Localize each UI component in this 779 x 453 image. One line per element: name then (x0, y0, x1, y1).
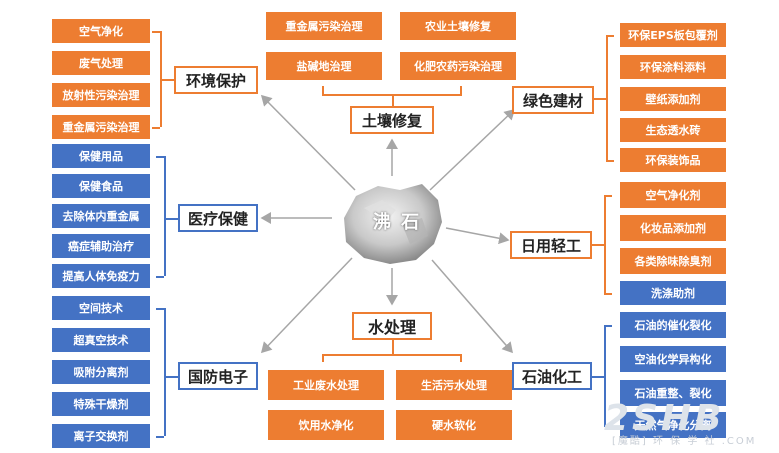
daily-item-3: 洗涤助剂 (620, 281, 726, 305)
petro-tick (604, 425, 612, 427)
arrow-to-defense (260, 257, 353, 354)
zeolite-rock-image (344, 184, 442, 264)
daily-item-0: 空气净化剂 (620, 182, 726, 208)
category-defense: 国防电子 (178, 362, 258, 390)
petro-item-1: 空油化学异构化 (620, 346, 726, 372)
defense-tick (156, 436, 164, 438)
health-item-4: 提高人体免疫力 (52, 264, 150, 288)
category-soil: 土壤修复 (350, 106, 434, 134)
green-item-1: 环保涂料添料 (620, 55, 726, 79)
green-tick (606, 160, 614, 162)
daily-connector (592, 244, 604, 246)
category-green: 绿色建材 (512, 86, 594, 114)
defense-item-1: 超真空技术 (52, 328, 150, 352)
green-item-3: 生态透水砖 (620, 118, 726, 142)
green-item-4: 环保装饰品 (620, 148, 726, 172)
soil-item-2: 盐碱地治理 (266, 52, 382, 80)
defense-item-4: 离子交换剂 (52, 424, 150, 448)
water-tick (322, 354, 324, 362)
category-water: 水处理 (352, 312, 432, 340)
env-item-0: 空气净化 (52, 19, 150, 43)
arrow-to-petro (431, 259, 513, 354)
center-label: 沸 石 (372, 212, 422, 233)
petro-bracket (604, 325, 606, 425)
watermark-sub: [魔酷] 环 保 学 社 .COM (612, 436, 757, 447)
defense-bracket (164, 308, 166, 436)
watermark-logo: 2SHB (604, 398, 725, 439)
env-item-3: 重金属污染治理 (52, 115, 150, 139)
defense-item-3: 特殊干燥剂 (52, 392, 150, 416)
env-item-1: 废气处理 (52, 51, 150, 75)
defense-item-0: 空间技术 (52, 296, 150, 320)
petro-item-2: 石油重整、裂化 (620, 380, 726, 406)
health-connector (164, 218, 178, 220)
category-health: 医疗保健 (178, 204, 258, 232)
green-tick (606, 35, 614, 37)
category-daily: 日用轻工 (510, 231, 592, 259)
water-item-1: 生活污水处理 (396, 370, 512, 400)
env-item-2: 放射性污染治理 (52, 83, 150, 107)
health-item-1: 保健食品 (52, 174, 150, 198)
water-item-3: 硬水软化 (396, 410, 512, 440)
water-connector (392, 340, 394, 354)
daily-tick (604, 195, 612, 197)
soil-tick (322, 86, 324, 94)
health-bracket (164, 156, 166, 276)
green-item-2: 壁纸添加剂 (620, 87, 726, 111)
env-tick (152, 31, 160, 33)
defense-connector (164, 376, 178, 378)
arrow-to-green (429, 108, 516, 191)
health-tick (156, 156, 164, 158)
health-tick (156, 276, 164, 278)
soil-item-0: 重金属污染治理 (266, 12, 382, 40)
soil-connector (392, 94, 394, 106)
category-petro: 石油化工 (512, 362, 592, 390)
water-item-2: 饮用水净化 (268, 410, 384, 440)
health-item-2: 去除体内重金属 (52, 204, 150, 228)
arrow-to-daily (445, 227, 510, 245)
petro-item-3: 天然气净化分离 (620, 412, 726, 438)
category-env: 环境保护 (174, 66, 258, 94)
defense-tick (156, 308, 164, 310)
health-item-3: 癌症辅助治疗 (52, 234, 150, 258)
petro-item-0: 石油的催化裂化 (620, 312, 726, 338)
arrow-to-env (260, 94, 356, 191)
env-tick (152, 127, 160, 129)
daily-item-2: 各类除味除臭剂 (620, 248, 726, 274)
water-bracket (322, 354, 462, 356)
water-item-0: 工业废水处理 (268, 370, 384, 400)
env-connector (160, 79, 174, 81)
soil-item-3: 化肥农药污染治理 (400, 52, 516, 80)
soil-item-1: 农业土壤修复 (400, 12, 516, 40)
green-item-0: 环保EPS板包覆剂 (620, 23, 726, 47)
petro-tick (604, 325, 612, 327)
green-bracket (606, 35, 608, 160)
daily-tick (604, 293, 612, 295)
daily-bracket (604, 195, 606, 293)
defense-item-2: 吸附分离剂 (52, 360, 150, 384)
green-connector (594, 98, 606, 100)
water-tick (460, 354, 462, 362)
soil-tick (460, 86, 462, 94)
daily-item-1: 化妆品添加剂 (620, 215, 726, 241)
petro-connector (592, 376, 604, 378)
health-item-0: 保健用品 (52, 144, 150, 168)
